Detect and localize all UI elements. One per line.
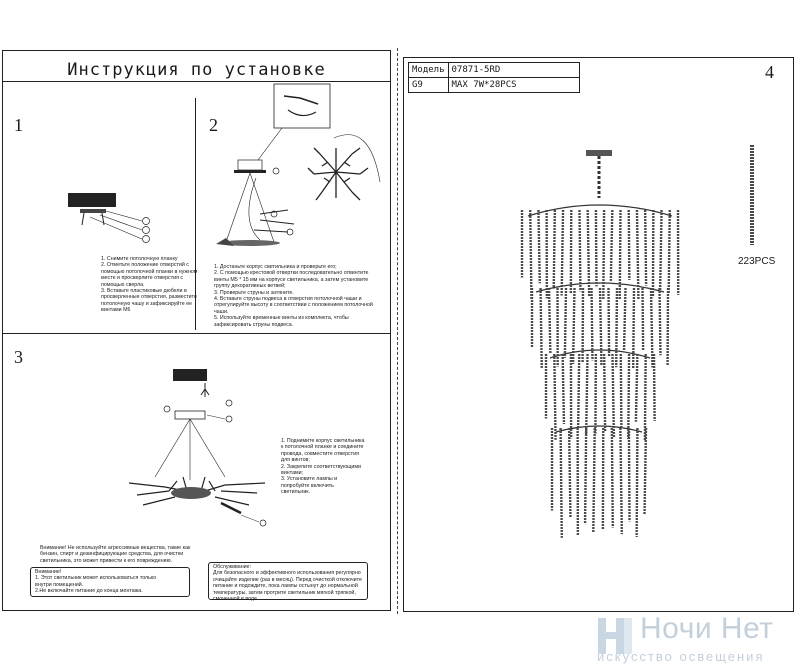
model-label: Модель (408, 62, 449, 78)
crystal-strand (631, 287, 636, 369)
crystal-strand (618, 209, 622, 301)
crystal-strand (590, 287, 594, 361)
step-2-illustration (216, 83, 381, 246)
crystal-strand (553, 353, 557, 440)
crystal-strand (567, 427, 572, 518)
step-4-number: 4 (765, 62, 774, 82)
crystal-strand (643, 209, 648, 286)
crystal-strand (592, 427, 596, 533)
model-value: 07871-5RD (447, 62, 580, 78)
canopy (237, 159, 263, 171)
chandelier-body (171, 487, 211, 499)
screwdriver-detail-box (273, 83, 331, 129)
crystal-strand (594, 209, 598, 287)
crystal-strand (609, 209, 614, 281)
crystal-strand (583, 427, 588, 525)
lamp-label: G9 (408, 77, 449, 93)
ceiling-canopy (586, 150, 612, 156)
attention-box: Внимание!1. Этот светильник может исполь… (30, 567, 190, 597)
crystal-strand (539, 287, 543, 368)
crystal-strand (614, 287, 619, 368)
callout-2 (142, 226, 150, 234)
crystal-strand (667, 209, 671, 294)
brand-name: Ночи Нет (640, 612, 774, 645)
service-box: Обслуживание:Для безопасного и эффективн… (208, 562, 368, 602)
panel-divider-horizontal (2, 333, 391, 334)
instruction-panel (2, 50, 391, 611)
decorative-branches (307, 147, 369, 201)
ceiling-plate (173, 369, 207, 381)
crystal-strand (635, 427, 639, 537)
crystal-strand (643, 353, 647, 441)
step-3-illustration (128, 369, 267, 527)
crystal-strand-detail (750, 145, 754, 245)
crystal-strand (635, 209, 640, 300)
crystal-strands (520, 209, 680, 538)
product-panel (403, 57, 794, 612)
crystal-strand (560, 209, 565, 296)
crystal-strand (611, 353, 616, 437)
crystal-strand (658, 287, 662, 356)
step-divider-vertical (195, 98, 196, 330)
crystal-strand (627, 209, 631, 280)
crystal-strand (607, 287, 611, 356)
crystal-strand (547, 287, 552, 354)
crystal-strand (598, 287, 603, 366)
lamp-value: MAX 7W*28PCS (447, 77, 580, 93)
step-3-number: 3 (14, 347, 23, 367)
crystal-strand (627, 353, 631, 440)
step-2-number: 2 (209, 115, 218, 135)
spec-table: Модель 07871-5RD G9 MAX 7W*28PCS (408, 62, 580, 93)
crystal-strand (561, 353, 566, 425)
header-divider (2, 81, 391, 82)
crystal-strand (610, 427, 615, 528)
crystal-strand (559, 427, 564, 538)
callout-1 (142, 217, 150, 225)
brand-tagline: искусство освещения (597, 649, 765, 664)
crystal-strand (658, 209, 663, 291)
step-1-illustration (68, 193, 150, 243)
crystal-strand (576, 353, 581, 430)
ceiling-plate (68, 193, 116, 207)
chandelier-drawing (520, 150, 680, 538)
crystal-strand (571, 287, 576, 364)
brand-logo (596, 614, 636, 658)
page-divider (397, 48, 398, 614)
crystal-strand (602, 353, 607, 432)
step-2-text: 1. Достаньте корпус светильника и провер… (214, 264, 373, 328)
crystal-strand (619, 353, 623, 428)
cleaning-warning: Внимание! Не используйте агрессивные вещ… (40, 545, 191, 564)
crystal-strand (586, 209, 591, 297)
crystal-strand (602, 209, 606, 300)
chandelier-base (220, 240, 280, 246)
crystal-strand (584, 353, 589, 436)
crystal-strand (622, 287, 627, 352)
pcs-label: 223PCS (738, 256, 776, 267)
crystal-strand (563, 287, 568, 358)
page-title: Инструкция по установке (67, 60, 326, 80)
crystal-strand (652, 353, 656, 421)
crystal-strand (641, 287, 645, 351)
crystal-strand (578, 209, 582, 292)
step-1-number: 1 (14, 115, 23, 135)
crystal-strand (552, 209, 557, 289)
crystal-strand (619, 427, 624, 535)
crystal-strand (537, 209, 541, 284)
crystal-strand (529, 209, 533, 300)
canopy (174, 410, 206, 420)
crystal-strand (649, 287, 654, 368)
crystal-strand (643, 427, 648, 515)
crystal-strand (634, 353, 639, 422)
crystal-strand (627, 427, 631, 522)
ceiling-cup (80, 209, 106, 213)
callout-3 (142, 235, 150, 243)
